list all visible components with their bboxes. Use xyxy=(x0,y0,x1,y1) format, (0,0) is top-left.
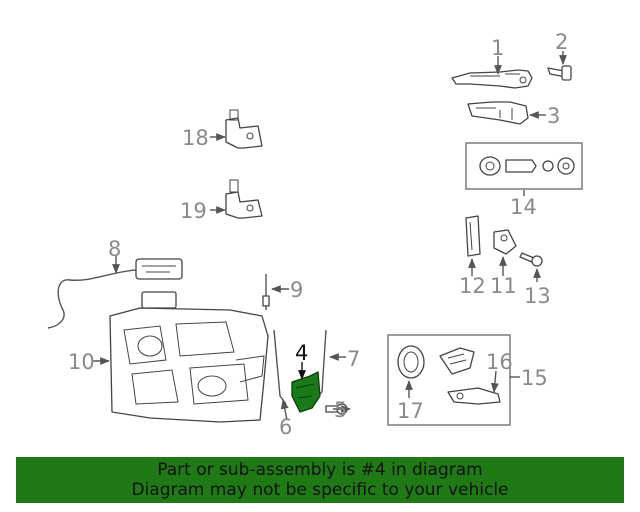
banner-line-1: Part or sub-assembly is #4 in diagram xyxy=(157,460,483,480)
lower-hinge-part-19: 19 xyxy=(180,179,263,223)
striker-part-11: 11 xyxy=(490,229,517,298)
callout-1: 1 xyxy=(491,36,504,60)
callout-5: 5 xyxy=(334,398,347,422)
callout-18: 18 xyxy=(182,126,209,150)
info-banner: Part or sub-assembly is #4 in diagram Di… xyxy=(16,457,624,503)
callout-15: 15 xyxy=(521,366,548,390)
screw-part-5: 5 xyxy=(325,398,351,422)
callout-14: 14 xyxy=(510,195,537,219)
outside-handle-part-1: 1 xyxy=(451,36,533,89)
parts-diagram: 1 2 3 14 12 11 xyxy=(47,30,583,439)
rod-part-7: 7 xyxy=(317,329,360,397)
callout-9: 9 xyxy=(290,278,303,302)
window-motor-cable-part-8: 8 xyxy=(47,237,183,329)
lock-cylinder-kit-part-14: 14 xyxy=(465,142,583,219)
hardware-kit-part-15: 15 17 16 xyxy=(387,334,548,426)
upper-hinge-part-18: 18 xyxy=(182,109,263,150)
callout-10: 10 xyxy=(68,350,95,374)
handle-bracket-part-3: 3 xyxy=(467,101,560,128)
rod-part-6: 6 xyxy=(273,329,292,439)
bolt-part-13: 13 xyxy=(519,252,551,308)
callout-17: 17 xyxy=(397,399,424,423)
pin-part-16: 16 xyxy=(447,350,513,405)
callout-19: 19 xyxy=(180,199,207,223)
callout-3: 3 xyxy=(547,104,560,128)
callout-2: 2 xyxy=(555,30,568,54)
door-latch-part-4-highlighted: 4 xyxy=(291,341,321,413)
door-module-part-10: 10 xyxy=(68,291,269,423)
rod-part-9: 9 xyxy=(262,274,303,310)
callout-4: 4 xyxy=(295,341,308,365)
callout-16: 16 xyxy=(486,350,513,374)
callout-12: 12 xyxy=(459,274,486,298)
grommet-part-17: 17 xyxy=(397,345,425,423)
banner-line-2: Diagram may not be specific to your vehi… xyxy=(131,480,509,500)
seal-part-12: 12 xyxy=(459,215,486,298)
callout-6: 6 xyxy=(279,415,292,439)
screw-part-2: 2 xyxy=(547,30,572,81)
callout-11: 11 xyxy=(490,274,517,298)
callout-13: 13 xyxy=(524,284,551,308)
callout-7: 7 xyxy=(347,347,360,371)
callout-8: 8 xyxy=(108,237,121,261)
